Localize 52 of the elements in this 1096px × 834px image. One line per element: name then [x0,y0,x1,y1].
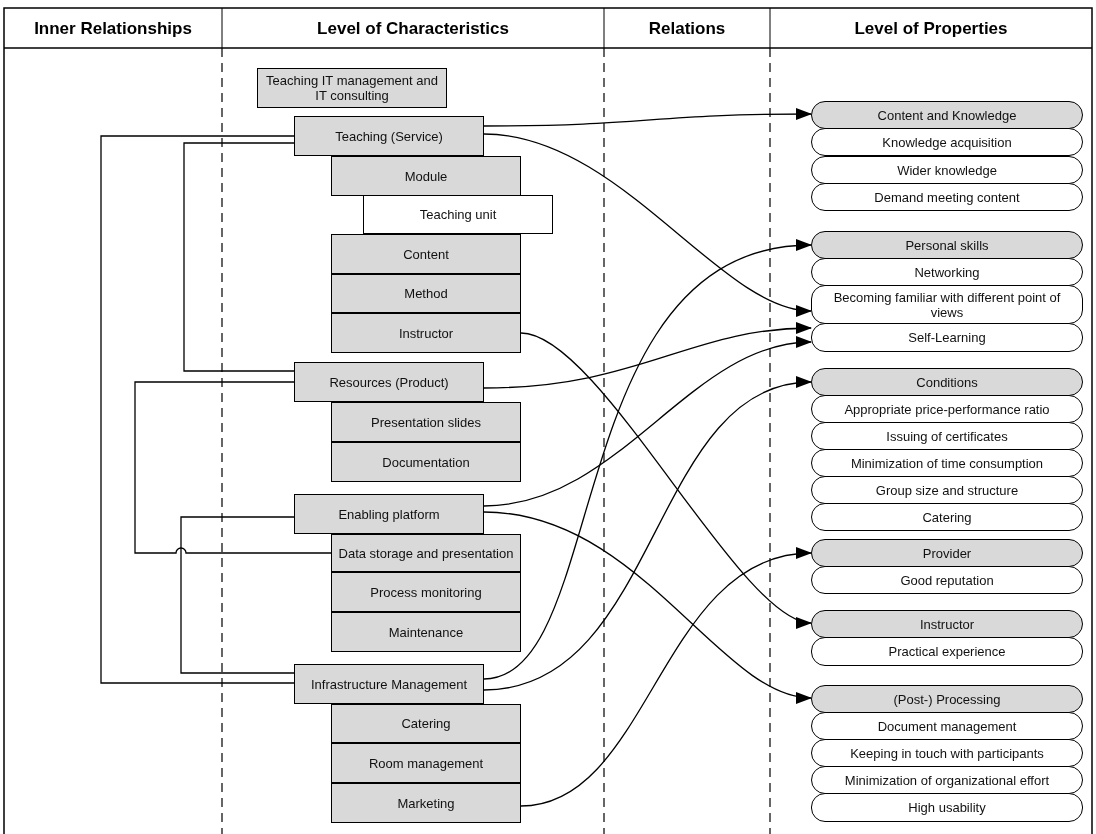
property-category-pill: Instructor [811,610,1083,638]
connector-line [183,142,295,372]
arrow [520,549,812,807]
property-pill: Wider knowledge [811,156,1083,184]
property-pill: Networking [811,258,1083,286]
property-category-pill: Content and Knowledge [811,101,1083,129]
characteristic-box: Presentation slides [331,402,521,442]
characteristic-box: Content [331,234,521,274]
column-header: Level of Characteristics [316,18,510,40]
connector-line [134,381,332,554]
property-pill: Group size and structure [811,476,1083,504]
characteristic-box: Resources (Product) [294,362,484,402]
characteristic-box: Teaching (Service) [294,116,484,156]
property-pill: Document management [811,712,1083,740]
characteristic-box: Marketing [331,783,521,823]
property-pill: Self-Learning [811,323,1083,352]
characteristic-box: Method [331,274,521,313]
property-category-pill: Conditions [811,368,1083,396]
connector-line [100,135,295,684]
property-category-pill: Personal skills [811,231,1083,259]
characteristic-box: Module [331,156,521,196]
property-pill: Demand meeting content [811,183,1083,211]
property-pill: Good reputation [811,566,1083,594]
property-pill: Appropriate price-performance ratio [811,395,1083,423]
arrow [483,108,812,127]
arrow [483,133,812,315]
characteristic-box: Enabling platform [294,494,484,534]
characteristic-box: Documentation [331,442,521,482]
property-pill: Minimization of time consumption [811,449,1083,477]
characteristic-box: Instructor [331,313,521,353]
characteristic-box: Maintenance [331,612,521,652]
property-pill: Keeping in touch with participants [811,739,1083,767]
characteristic-box: Teaching IT management and IT consulting [257,68,447,108]
property-pill: Minimization of organizational effort [811,766,1083,794]
column-header: Relations [647,18,727,40]
property-category-pill: Provider [811,539,1083,567]
characteristic-box: Data storage and presentation [331,534,521,572]
property-pill: Knowledge acquisition [811,128,1083,156]
property-pill: Catering [811,503,1083,531]
characteristic-box: Infrastructure Management [294,664,484,704]
characteristic-box: Teaching unit [363,195,553,234]
connector-line [180,516,295,674]
property-pill: High usability [811,793,1083,822]
column-header: Level of Properties [853,18,1009,40]
characteristic-box: Catering [331,704,521,743]
property-pill: Issuing of certificates [811,422,1083,450]
column-header: Inner Relationships [33,18,193,40]
property-pill: Practical experience [811,637,1083,666]
property-pill: Becoming familiar with different point of views [811,285,1083,324]
characteristic-box: Room management [331,743,521,783]
characteristic-box: Process monitoring [331,572,521,612]
property-category-pill: (Post-) Processing [811,685,1083,713]
